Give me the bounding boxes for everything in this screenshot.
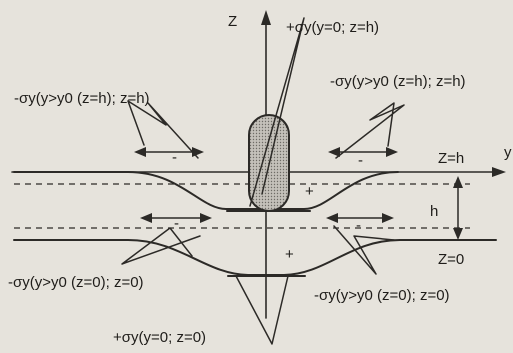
spike-top-left: [127, 100, 199, 159]
double-arrow-bottom-right: [326, 213, 394, 223]
label-top-left: -σy(y>y0 (z=h); z=h): [14, 90, 150, 107]
label-top-center: +σy(y=0; z=h): [286, 19, 379, 36]
sign-bottom-right: -: [356, 217, 361, 234]
spike-top-right: [335, 102, 405, 159]
spike-bottom-right: [333, 225, 395, 275]
sign-bottom-center: +: [285, 246, 294, 263]
sign-top-left: -: [172, 149, 177, 166]
double-arrow-top-right: [328, 147, 398, 157]
label-top-right: -σy(y>y0 (z=h); z=h): [330, 73, 466, 90]
label-bottom-left: -σy(y>y0 (z=0); z=0): [8, 274, 144, 291]
gap-h-arrow: [453, 176, 463, 240]
level-label-bottom: Z=0: [438, 251, 464, 268]
y-axis-arrowhead: [492, 167, 506, 177]
sign-top-right: -: [358, 152, 363, 169]
sign-bottom-left: -: [174, 215, 179, 232]
double-arrow-top-left: [134, 147, 204, 157]
y-axis-label: y: [504, 144, 512, 161]
z-axis-label: Z: [228, 13, 237, 30]
gap-h-label: h: [430, 203, 438, 220]
level-label-top: Z=h: [438, 150, 464, 167]
label-bottom-right: -σy(y>y0 (z=0); z=0): [314, 287, 450, 304]
spike-bottom-center: [235, 275, 289, 345]
label-bottom-center: +σy(y=0; z=0): [113, 329, 206, 346]
spike-top-center: [249, 17, 305, 207]
double-arrow-bottom-left: [140, 213, 212, 223]
z-axis-arrowhead: [261, 10, 271, 25]
spike-bottom-left: [121, 227, 201, 265]
upper-plate-surface: [13, 171, 399, 210]
sign-top-center: +: [305, 183, 314, 200]
lower-plate-surface: [13, 239, 497, 276]
